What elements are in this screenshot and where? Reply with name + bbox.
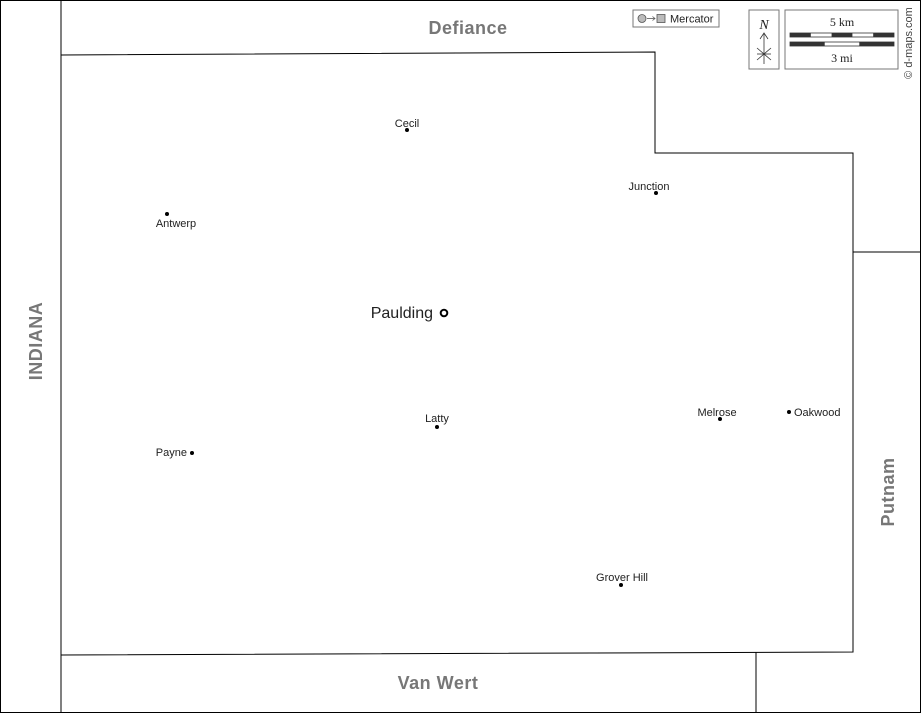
county-seat-ring-icon [439,308,449,318]
scale-bar-frame [784,9,899,70]
town-dot-icon [718,417,722,421]
scale-km-bar [789,32,895,38]
projection-legend-frame [632,9,720,28]
town-label-grover-hill: Grover Hill [596,572,648,584]
town-dot-icon [190,451,194,455]
scale-label-km: 5 km [830,15,855,29]
town-junction: Junction [629,181,670,195]
scale-bar: 5 km 3 mi [784,9,899,70]
north-arrow-icon [756,32,772,64]
region-label-defiance: Defiance [428,18,507,38]
town-label-antwerp: Antwerp [156,218,196,230]
town-melrose: Melrose [697,407,737,421]
town-label-oakwood: Oakwood [794,407,840,419]
county-seat-label: Paulding [371,305,433,322]
town-label-junction: Junction [629,181,670,193]
town-label-cecil: Cecil [395,118,419,130]
town-dot-icon [654,191,658,195]
scale-label-mi: 3 mi [831,51,853,65]
region-label-van-wert: Van Wert [398,673,479,693]
projection-legend: Mercator [632,9,720,28]
north-arrow-box: N [748,9,780,70]
town-payne: Payne [156,447,194,459]
town-latty: Latty [425,413,449,429]
north-label: N [758,18,769,33]
projection-label: Mercator [670,14,714,26]
town-dot-icon [787,410,791,414]
town-dot-icon [435,425,439,429]
map-credit: © d-maps.com [903,7,915,79]
region-label-indiana: INDIANA [26,302,46,381]
town-label-melrose: Melrose [697,407,736,419]
town-dot-icon [405,128,409,132]
town-label-latty: Latty [425,413,449,425]
town-cecil: Cecil [395,118,419,132]
globe-to-flat-projection-icon [637,14,666,23]
town-dot-icon [619,583,623,587]
town-dot-icon [165,212,169,216]
scale-mi-bar [789,41,895,47]
county-seat-paulding: Paulding [371,305,449,322]
town-antwerp: Antwerp [156,212,196,230]
region-label-putnam: Putnam [878,457,898,526]
town-grover-hill: Grover Hill [596,572,648,587]
town-label-payne: Payne [156,447,187,459]
county-boundary [60,51,854,656]
town-oakwood: Oakwood [787,407,840,419]
